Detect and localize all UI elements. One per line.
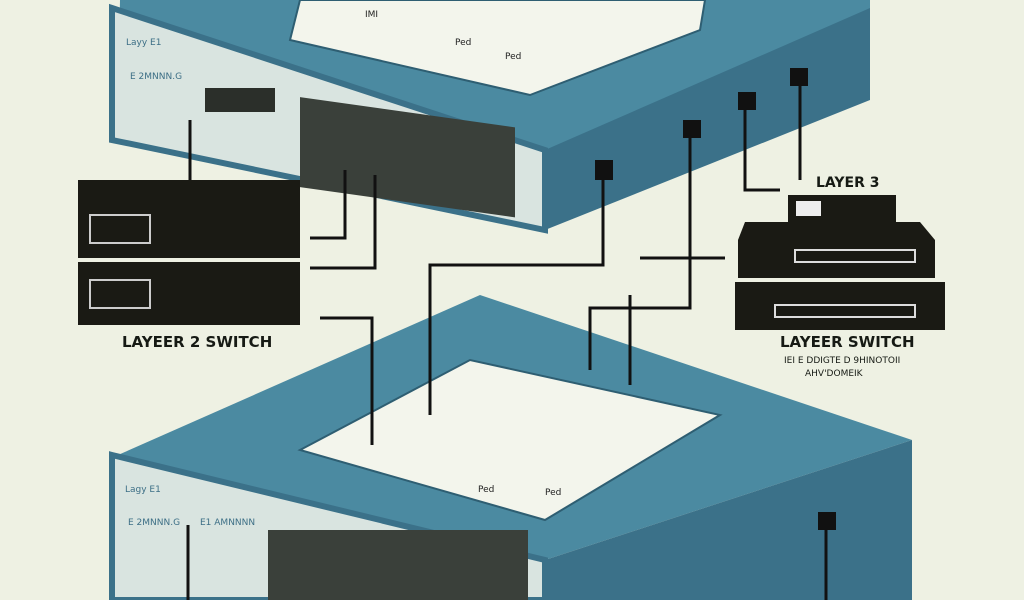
top-switch-label1: Layy E1: [126, 38, 162, 48]
port-strip: [794, 249, 916, 263]
link: [588, 138, 692, 370]
link: [743, 110, 780, 192]
port-block: [300, 97, 515, 218]
layer2-device-top: [78, 180, 300, 258]
link: [310, 175, 377, 270]
link: [320, 316, 374, 445]
bottom-layer3-switch: [109, 295, 912, 600]
top-switch-label2: E 2MNNN.G: [130, 72, 183, 82]
port-icon: [683, 120, 701, 138]
port-icon: [790, 68, 808, 86]
port-icon: [818, 512, 836, 530]
top-plate-text: Ped: [455, 38, 472, 48]
layer-switch-sub2: AHV'DOMEIK: [805, 369, 863, 379]
top-plate-text: IMI: [365, 10, 379, 20]
layer3-devices: [735, 195, 945, 330]
bottom-switch-label3: E1 AMNNNN: [200, 518, 256, 528]
link: [428, 180, 605, 415]
layer-switch-label: LAYEER SWITCH: [780, 333, 915, 351]
connections: [186, 86, 828, 600]
display-screen: [796, 201, 821, 216]
top-layer3-switch: [109, 0, 870, 234]
port-block: [205, 88, 275, 112]
layer2-device-bottom: [78, 262, 300, 325]
port-icon: [738, 92, 756, 110]
top-plate-text: Ped: [505, 52, 522, 62]
bottom-switch-label1: Lagy E1: [125, 485, 161, 495]
layer3-label: LAYER 3: [816, 175, 880, 191]
port-grid: [89, 214, 151, 244]
link: [310, 170, 347, 240]
layer2-switch-label: LAYEER 2 SWITCH: [122, 333, 273, 351]
top-switch-right-side: [545, 8, 870, 230]
bottom-plate-text: Ped: [478, 485, 495, 495]
top-switch-plate: [288, 0, 707, 97]
bottom-switch-right-side: [545, 440, 912, 600]
port-icon: [595, 160, 613, 180]
port-strip: [774, 304, 916, 318]
layer-switch-sub1: IEI E DDIGTE D 9HINOTOII: [784, 356, 901, 366]
bottom-switch-plate: [297, 358, 723, 522]
layer2-switch-devices: [78, 180, 300, 325]
port-block: [268, 530, 528, 600]
bottom-plate-text: Ped: [545, 488, 562, 498]
port-grid: [89, 279, 151, 309]
bottom-switch-label2: E 2MNNN.G: [128, 518, 181, 528]
